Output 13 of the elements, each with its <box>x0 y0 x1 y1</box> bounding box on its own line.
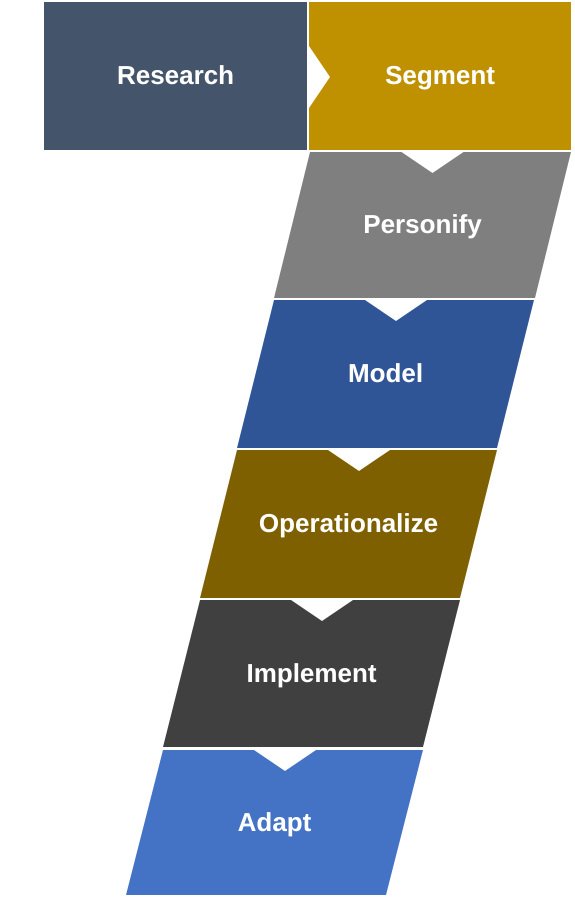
step-label: Segment <box>385 61 495 91</box>
step-label: Personify <box>363 210 482 240</box>
step-label: Implement <box>246 658 377 688</box>
arrow <box>254 747 316 771</box>
arrow <box>328 448 390 471</box>
arrow <box>365 298 427 321</box>
step-label: Research <box>116 61 234 91</box>
arrow <box>307 46 330 108</box>
arrow <box>291 598 353 621</box>
step-label: Adapt <box>238 808 312 838</box>
step-label: Operationalize <box>258 509 438 539</box>
arrow <box>402 150 464 173</box>
step-label: Model <box>348 359 424 389</box>
